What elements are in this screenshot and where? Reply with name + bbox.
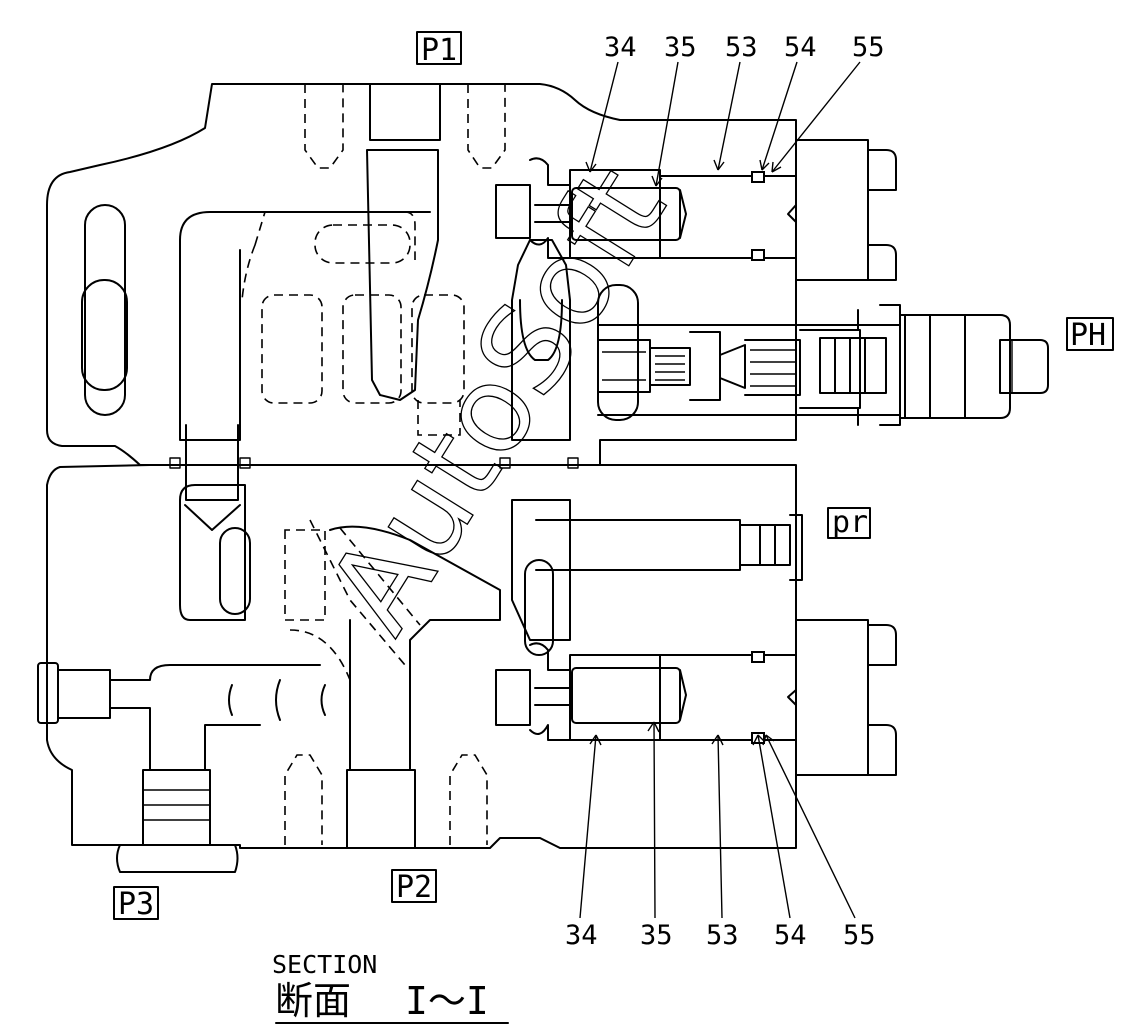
callout-35-top: 35 — [664, 32, 697, 63]
callouts-bottom: 34 35 53 54 55 — [565, 721, 876, 951]
callout-53-bottom: 53 — [706, 920, 739, 951]
callout-54-top: 54 — [784, 32, 817, 63]
ph-relief-valve — [597, 284, 1049, 426]
upper-valve-body — [46, 83, 1049, 501]
section-title: SECTION 断面 I～I — [272, 950, 509, 1024]
callout-55-bottom: 55 — [843, 920, 876, 951]
port-label-pr: pr — [832, 505, 868, 540]
section-label-en: SECTION — [272, 950, 377, 979]
callout-54-bottom: 54 — [774, 920, 807, 951]
callout-34-top: 34 — [604, 32, 637, 63]
callout-53-top: 53 — [725, 32, 758, 63]
port-label-p3: P3 — [118, 887, 154, 922]
callout-35-bottom: 35 — [640, 920, 673, 951]
section-label-jp: 断面 — [275, 979, 351, 1023]
port-label-ph: PH — [1070, 318, 1106, 353]
port-label-p1: P1 — [421, 33, 457, 68]
callout-34-bottom: 34 — [565, 920, 598, 951]
section-range: I～I — [405, 979, 489, 1023]
watermark-logo: AutoSoft — [301, 144, 693, 656]
svg-text:AutoSoft: AutoSoft — [302, 145, 693, 656]
callout-55-top: 55 — [852, 32, 885, 63]
port-labels: P1 PH pr P2 P3 — [113, 31, 1114, 922]
callouts-top: 34 35 53 54 55 — [585, 32, 885, 187]
port-label-p2: P2 — [396, 870, 432, 905]
